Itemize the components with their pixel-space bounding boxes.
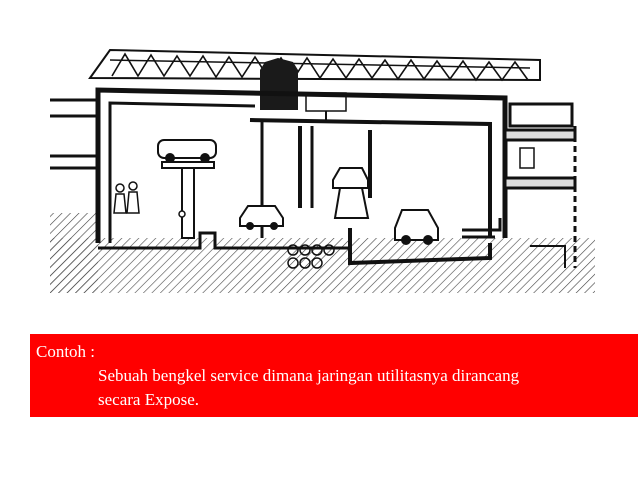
people-figures	[113, 181, 186, 218]
caption-band: Contoh : Sebuah bengkel service dimana j…	[30, 334, 638, 417]
right-annex	[503, 102, 577, 268]
car-1	[239, 205, 284, 230]
caption-text-line-1: Sebuah bengkel service dimana jaringan u…	[98, 366, 520, 385]
ground-hatching	[50, 213, 595, 293]
car-3	[394, 209, 439, 245]
left-floors	[50, 98, 98, 170]
roof-truss	[88, 48, 541, 82]
caption-title: Contoh :	[36, 342, 96, 361]
car-lift	[157, 139, 217, 239]
car-2	[332, 167, 370, 219]
water-tank	[260, 58, 347, 123]
building-section	[95, 87, 508, 266]
caption-text-line-2: secara Expose.	[98, 390, 200, 409]
workshop-section-illustration	[50, 48, 595, 293]
underground-pipes	[287, 244, 335, 269]
